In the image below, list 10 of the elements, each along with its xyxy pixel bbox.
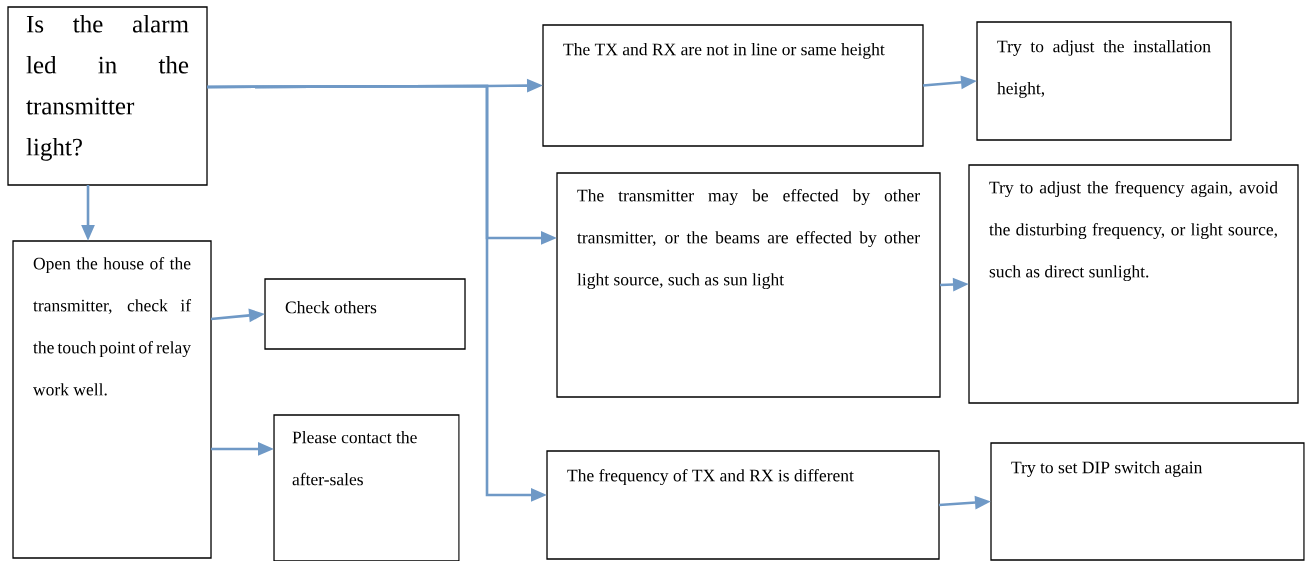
process-box: The frequency of TX and RX is different	[546, 450, 940, 560]
process-box: Check others	[264, 278, 466, 350]
process-box: Try to set DIP switch again	[990, 442, 1305, 561]
process-box: Please contact the after-sales	[273, 414, 460, 561]
question-box: Is the alarm led in the transmitter light?	[7, 6, 208, 186]
process-box: Try to adjust the installation height,	[976, 21, 1232, 141]
process-box: Try to adjust the frequency again, avoid the disturbing frequency, or light source, such as direct sunlight.	[968, 164, 1299, 404]
process-box: The transmitter may be effected by other transmitter, or the beams are effected by other light source, such as sun light	[556, 172, 941, 398]
process-box: Open the house of the transmitter, check if the touch point of relay work well.	[12, 240, 212, 559]
process-box: The TX and RX are not in line or same height	[542, 24, 924, 147]
